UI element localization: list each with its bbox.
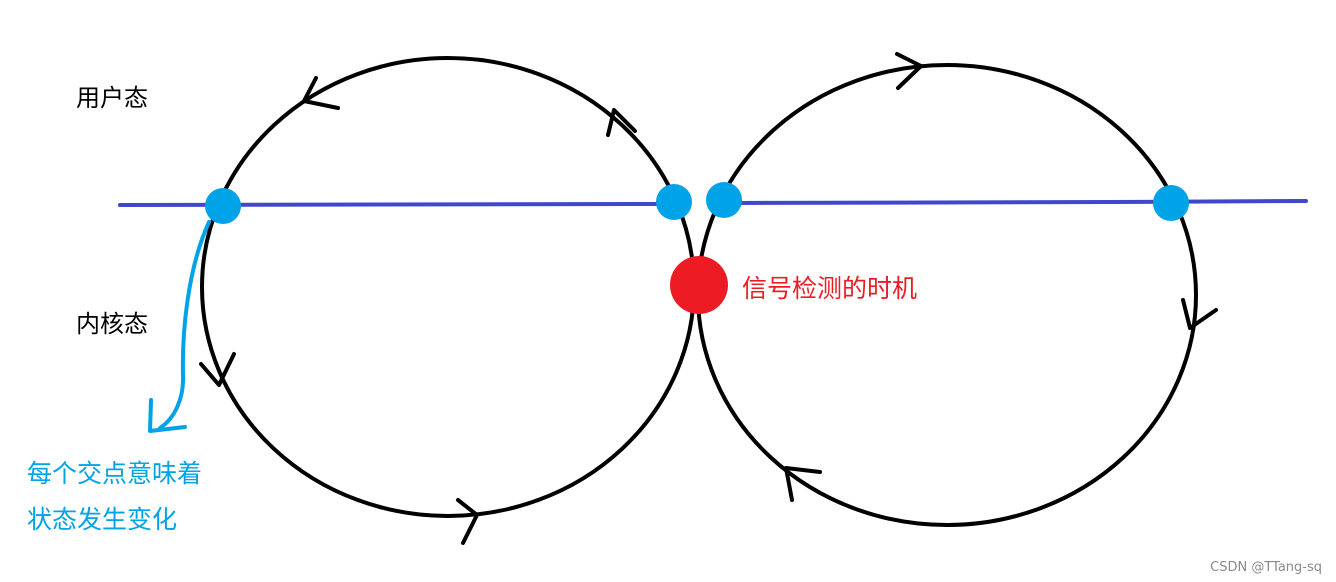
- arrow-right-top: [895, 52, 923, 90]
- kernel-mode-label: 内核态: [76, 310, 148, 338]
- arrow-right-right: [1181, 298, 1218, 330]
- annotation-arrow: [158, 220, 211, 430]
- arrow-left-lower-left: [199, 352, 236, 387]
- intersection-dot: [205, 188, 241, 224]
- watermark: CSDN @TTang-sq: [1210, 560, 1322, 575]
- arrow-left-upper-right: [606, 108, 637, 137]
- arrow-right-bottom: [784, 466, 822, 502]
- user-mode-label: 用户态: [76, 84, 148, 112]
- annotation-note-line2: 状态发生变化: [27, 505, 178, 534]
- annotation-note-line1: 每个交点意味着: [27, 459, 203, 488]
- signal-check-label: 信号检测的时机: [742, 274, 918, 303]
- left-circle: [200, 56, 696, 518]
- intersection-dot: [656, 184, 692, 220]
- arrow-left-top: [302, 76, 340, 110]
- signal-check-dot: [670, 256, 728, 314]
- intersection-dot: [1153, 185, 1189, 221]
- intersection-dot: [706, 182, 742, 218]
- arrow-left-bottom: [456, 498, 479, 545]
- annotation-arrowhead: [148, 398, 187, 433]
